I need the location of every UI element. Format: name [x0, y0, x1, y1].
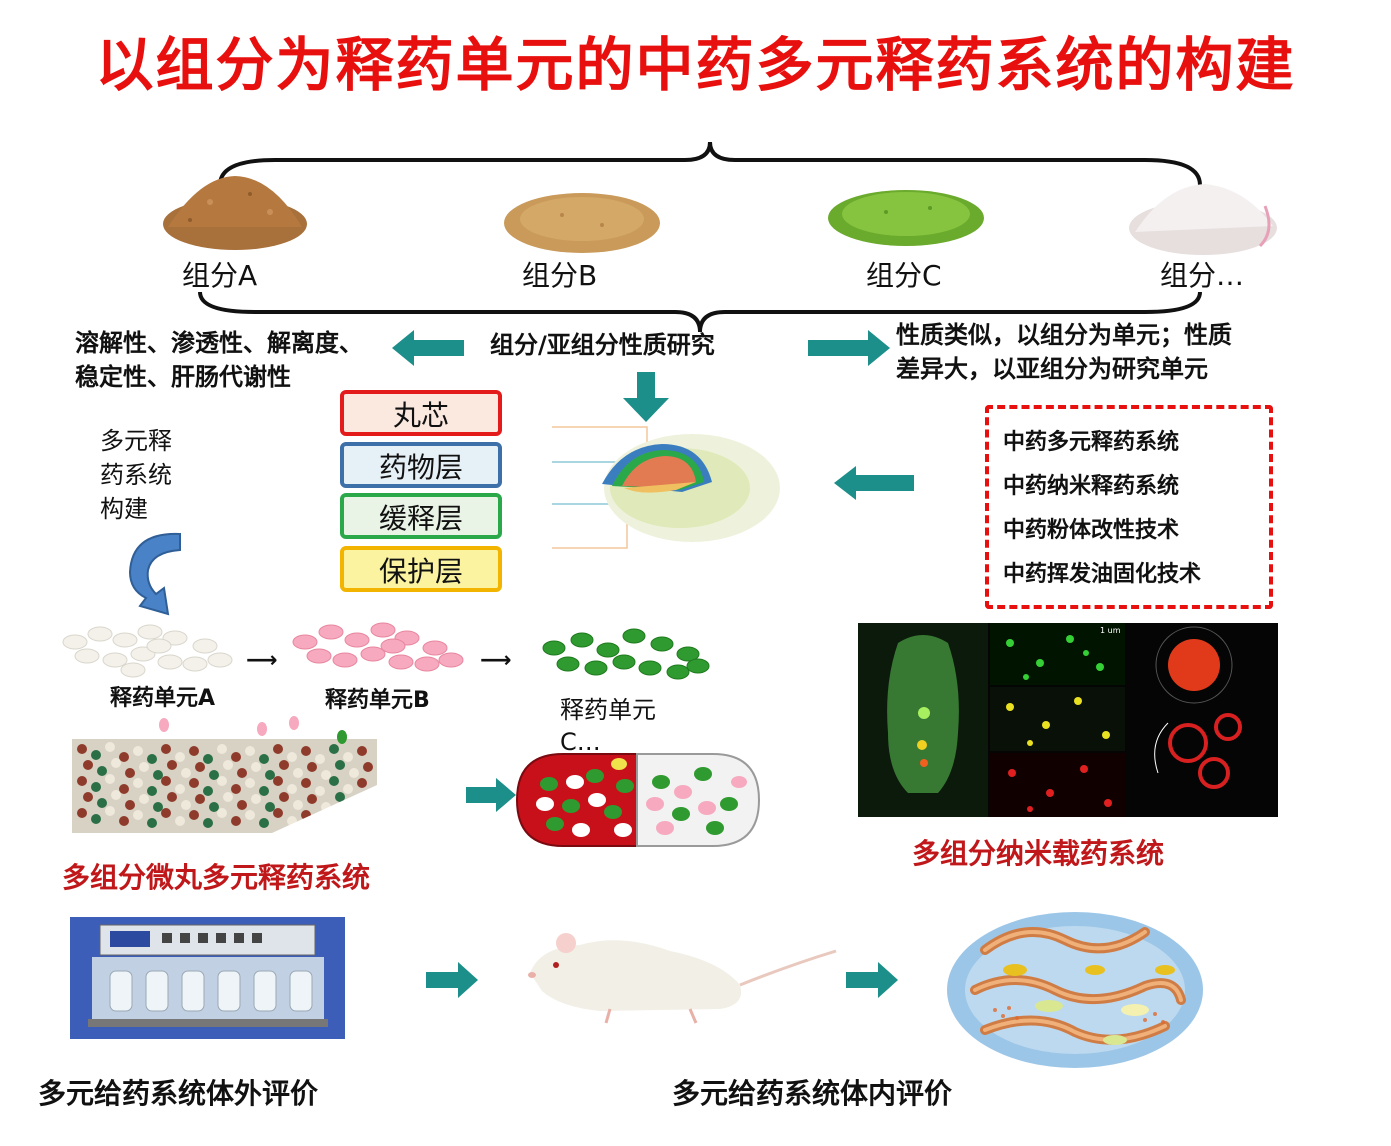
nano-scale-label: 1 um [1100, 626, 1121, 635]
unit-b-label: 释药单元B [325, 688, 430, 713]
cycle-arrow-icon [128, 532, 181, 616]
component-b-label: 组分B [522, 259, 598, 292]
micro-caption: 多组分微丸多元释药系统 [62, 861, 371, 894]
technique-item: 中药多元释药系统 [1003, 430, 1180, 455]
layer-sustained-box: 缓释层 [340, 493, 502, 539]
nanoparticle-zoom-image [1154, 626, 1242, 789]
dissolution-tester-image [70, 917, 345, 1039]
powder-c-image [828, 190, 984, 246]
layer-sustained-label: 缓释层 [378, 502, 463, 535]
component-c-label: 组分C [866, 259, 942, 292]
flow-arrow-2: ⟶ [480, 648, 512, 673]
flow-arrow-1: ⟶ [246, 648, 278, 673]
pellet-cross-section-image [552, 426, 780, 549]
layer-protect-label: 保护层 [378, 555, 463, 588]
arrow-left-icon [392, 330, 464, 366]
intestine-image [947, 912, 1203, 1068]
in-vivo-caption: 多元给药系统体内评价 [672, 1077, 953, 1110]
cycle-line3: 构建 [100, 495, 148, 523]
component-more-label: 组分… [1160, 259, 1245, 292]
properties-right-line1: 性质类似，以组分为单元；性质 [896, 321, 1232, 349]
capsule-image [515, 753, 761, 847]
pellets-green-image [542, 628, 710, 680]
techniques-box: 中药多元释药系统 中药纳米释药系统 中药粉体改性技术 中药挥发油固化技术 [985, 405, 1273, 609]
unit-a-label: 释药单元A [110, 686, 216, 711]
technique-item: 中药粉体改性技术 [1003, 518, 1180, 543]
top-brace [218, 141, 1202, 186]
powder-b-image [504, 193, 660, 253]
powder-d-image [1129, 184, 1277, 255]
arrow-down-icon [623, 372, 669, 422]
mixed-pellets-image [72, 716, 377, 833]
properties-left-line1: 溶解性、渗透性、解离度、 [75, 329, 363, 357]
arrow-right-icon-4 [846, 962, 898, 998]
mouse-fluorescence-image [858, 623, 988, 817]
layer-core-box: 丸芯 [340, 390, 502, 436]
component-a-label: 组分A [182, 259, 258, 292]
technique-item: 中药挥发油固化技术 [1003, 562, 1202, 587]
arrow-left-icon-2 [834, 466, 914, 500]
layer-core-label: 丸芯 [392, 399, 449, 432]
cycle-line1: 多元释 [100, 427, 172, 455]
rat-image [528, 933, 837, 1024]
nano-caption: 多组分纳米载药系统 [912, 837, 1165, 870]
page-title: 以组分为释药单元的中药多元释药系统的构建 [95, 31, 1296, 99]
layer-protect-box: 保护层 [340, 546, 502, 592]
cycle-text: 多元释 药系统 构建 [100, 424, 172, 526]
powder-a-image [163, 176, 307, 250]
layer-drug-box: 药物层 [340, 442, 502, 488]
pellets-white-image [62, 624, 233, 678]
properties-right-line2: 差异大，以亚组分为研究单元 [896, 355, 1208, 383]
properties-left-line2: 稳定性、肝肠代谢性 [75, 363, 291, 391]
technique-item: 中药纳米释药系统 [1003, 474, 1180, 499]
research-center-label: 组分/亚组分性质研究 [490, 331, 715, 359]
cycle-line2: 药系统 [100, 461, 172, 489]
fluorescent-particles-image: 1 um [990, 623, 1125, 817]
arrow-right-icon [808, 330, 890, 366]
unit-c-line2: C… [560, 728, 601, 756]
in-vitro-caption: 多元给药系统体外评价 [38, 1077, 319, 1110]
unit-c-label: 释药单元 C… [560, 694, 656, 758]
layer-drug-label: 药物层 [378, 451, 463, 484]
bottom-brace [198, 291, 1202, 333]
pellets-pink-image [292, 622, 464, 672]
arrow-right-icon-3 [426, 962, 478, 998]
arrow-right-icon-2 [466, 778, 516, 812]
nano-images: 1 um [858, 623, 1278, 817]
unit-c-line1: 释药单元 [560, 696, 656, 724]
